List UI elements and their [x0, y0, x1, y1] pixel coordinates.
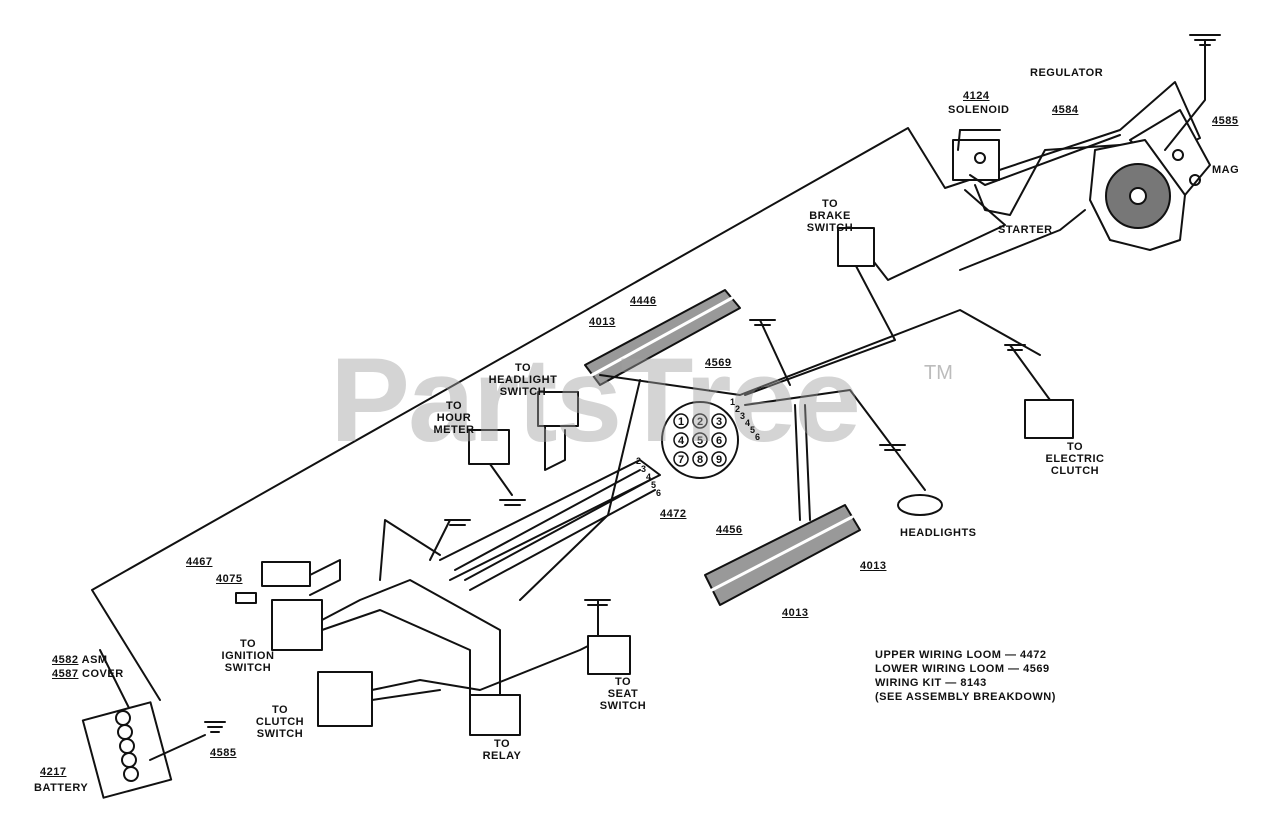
label-4013-a: 4013 — [589, 316, 616, 328]
seat-switch-plug — [587, 635, 631, 675]
part-4075 — [235, 592, 257, 604]
wire-number: 4 — [745, 418, 751, 428]
label-4584: 4584 — [1052, 104, 1079, 116]
label-4446: 4446 — [630, 295, 657, 307]
label-4124: 4124 — [963, 90, 990, 102]
connector-pin-number: 3 — [716, 416, 722, 428]
connector-pin-number: 5 — [697, 435, 703, 447]
connector-pin — [692, 432, 708, 448]
part-4467 — [261, 561, 311, 587]
label-headlights: HEADLIGHTS — [900, 527, 977, 539]
legend-see-breakdown: (SEE ASSEMBLY BREAKDOWN) — [875, 691, 1056, 703]
wire-number: 4 — [646, 472, 652, 482]
loom-4456 — [704, 504, 861, 606]
label-4585-bottom: 4585 — [210, 747, 237, 759]
connector-pin-number: 8 — [697, 454, 703, 466]
label-4013-b: 4013 — [860, 560, 887, 572]
wire-number: 2 — [636, 456, 642, 466]
relay-plug — [469, 694, 521, 736]
clutch-switch-plug — [317, 671, 373, 727]
connector-pin — [673, 432, 689, 448]
connector-pin-number: 9 — [716, 454, 722, 466]
wire-number: 5 — [750, 425, 756, 435]
label-4075: 4075 — [216, 573, 243, 585]
label-battery: BATTERY — [34, 782, 89, 794]
label-4456: 4456 — [716, 524, 743, 536]
wire-number: 2 — [735, 404, 741, 414]
brake-switch-plug — [837, 227, 875, 267]
headlight-switch-plug — [537, 391, 579, 427]
label-4569: 4569 — [705, 357, 732, 369]
connector-pin — [711, 413, 727, 429]
label-4582-asm: 4582 ASM — [52, 654, 108, 666]
battery-cable — [99, 649, 131, 711]
label-solenoid: SOLENOID — [948, 104, 1010, 116]
connector-pin-number: 7 — [678, 454, 684, 466]
label-4585-top: 4585 — [1212, 115, 1239, 127]
wire-number: 1 — [730, 397, 736, 407]
wire-number: 3 — [740, 411, 746, 421]
watermark-tm: TM — [924, 362, 953, 384]
wire-number: 3 — [641, 464, 647, 474]
connector-pin-number: 4 — [678, 435, 685, 447]
label-4217: 4217 — [40, 766, 67, 778]
label-starter: STARTER — [998, 224, 1053, 236]
electric-clutch-plug — [1024, 399, 1074, 439]
connector-pin-number: 6 — [716, 435, 722, 447]
legend-upper-loom: UPPER WIRING LOOM — 4472 — [875, 649, 1047, 661]
connector-pin-number: 2 — [697, 416, 703, 428]
legend-wiring-kit: WIRING KIT — 8143 — [875, 677, 987, 689]
wire-number: 6 — [755, 432, 761, 442]
label-4472: 4472 — [660, 508, 687, 520]
label-regulator: REGULATOR — [1030, 67, 1104, 79]
main-harness-wire — [91, 81, 1201, 701]
connector-pin-number: 1 — [678, 416, 684, 428]
connector-pin — [692, 451, 708, 467]
wire-number: 5 — [651, 480, 657, 490]
connector-pin — [711, 451, 727, 467]
legend: UPPER WIRING LOOM — 4472 LOWER WIRING LO… — [875, 648, 1056, 704]
label-4013-c: 4013 — [782, 607, 809, 619]
connector-pin — [692, 413, 708, 429]
watermark-text: PartsTree — [330, 333, 861, 467]
connector-pin — [711, 432, 727, 448]
legend-lower-loom: LOWER WIRING LOOM — 4569 — [875, 663, 1050, 675]
ignition-switch-plug — [271, 599, 323, 651]
label-4467: 4467 — [186, 556, 213, 568]
wire-number: 6 — [656, 488, 662, 498]
connector-pin — [673, 413, 689, 429]
label-4587-cover: 4587 COVER — [52, 668, 124, 680]
label-mag: MAG — [1212, 164, 1240, 176]
connector-pin — [673, 451, 689, 467]
headlight — [897, 494, 943, 516]
